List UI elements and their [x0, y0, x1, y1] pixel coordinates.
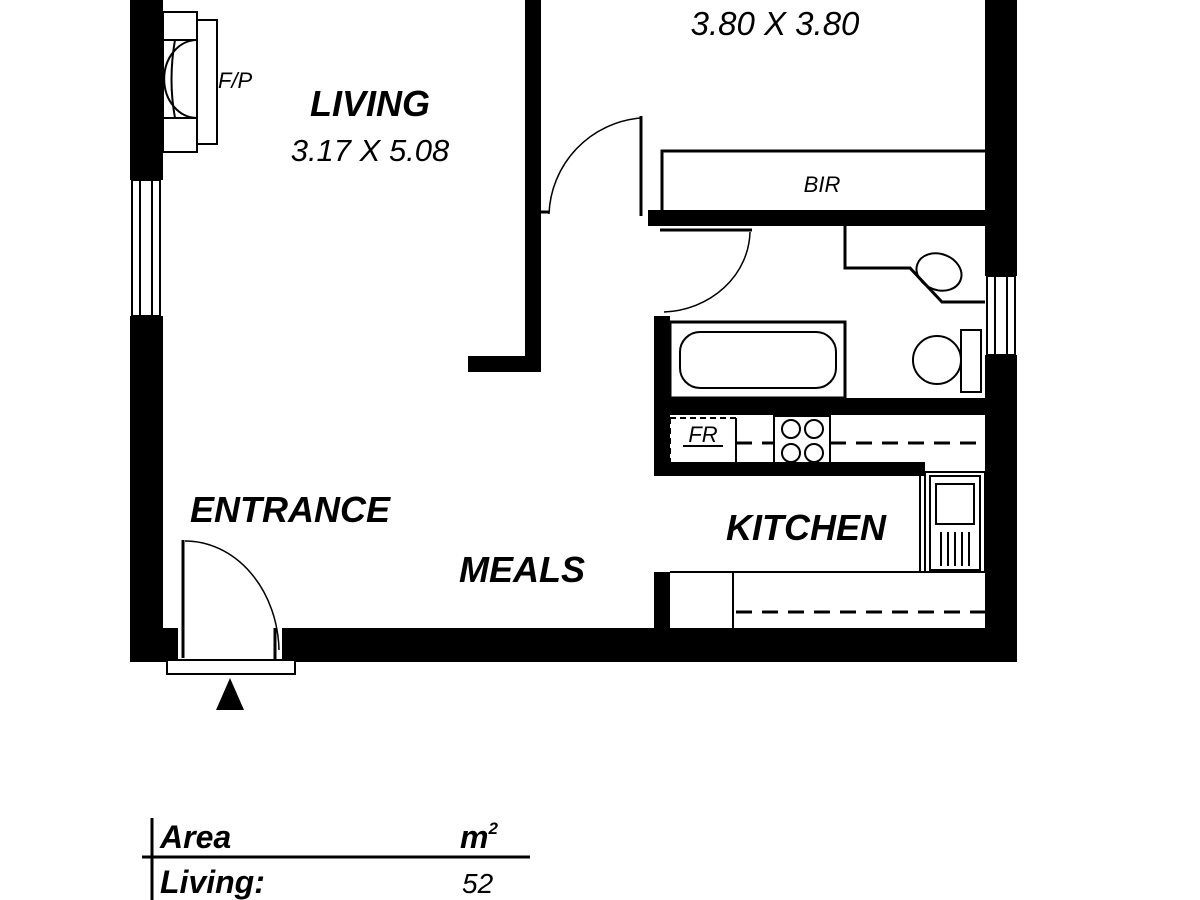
living-area-label: Living: [160, 864, 265, 900]
left-wall-upper [130, 0, 163, 180]
bathtub [668, 320, 847, 400]
right-window [986, 275, 1016, 356]
windows [131, 179, 1016, 356]
fireplace-label: F/P [218, 68, 253, 93]
bedroom-dimensions: 3.80 X 3.80 [691, 5, 860, 42]
meals-label: MEALS [459, 549, 585, 590]
left-window [131, 179, 161, 317]
toilet-cistern [960, 329, 982, 393]
sink-bowl [935, 483, 975, 525]
bir-label: BIR [804, 172, 841, 197]
bathroom-fixtures [668, 226, 985, 400]
top-right-stub [985, 0, 1017, 12]
entrance-label: ENTRANCE [190, 489, 391, 530]
kitchen-lower-bench [670, 571, 985, 628]
basin [915, 252, 963, 292]
bottom-wall-right [282, 628, 1017, 662]
entrance-step [166, 659, 296, 710]
bir-bottom-wall [648, 210, 985, 226]
area-header-unit: m2 [460, 819, 498, 855]
right-wall-upper [985, 0, 1017, 276]
bedroom-door-swing [548, 117, 642, 215]
bathroom-door-swing [663, 231, 751, 313]
kitchen-lower-stub [654, 572, 670, 632]
bathroom-bottom-wall [654, 398, 985, 414]
entrance-arrow-icon [216, 678, 244, 710]
living-area-value: 52 [462, 868, 494, 899]
bathroom-left-wall [654, 316, 670, 476]
bathtub-inner [679, 331, 837, 389]
walls [130, 0, 1017, 662]
living-bedroom-partition [525, 0, 541, 212]
entrance-door-swing [184, 540, 280, 651]
fireplace [162, 11, 218, 153]
area-header-label: Area [159, 819, 231, 855]
partition-lower [525, 212, 541, 372]
kitchen-sink [919, 471, 986, 573]
living-label: LIVING [310, 83, 430, 124]
area-table: Area m2 Living: 52 [142, 818, 530, 900]
left-wall-lower [130, 316, 163, 662]
doors [181, 116, 752, 662]
kitchen-label: KITCHEN [726, 507, 887, 548]
fridge-label: FR [688, 422, 717, 447]
right-wall-lower [985, 355, 1017, 662]
toilet-bowl [912, 335, 962, 385]
partition-foot [468, 356, 541, 372]
vanity [843, 226, 985, 304]
built-in-robe [660, 149, 985, 210]
kitchen-upper-bench [669, 413, 985, 471]
living-dimensions: 3.17 X 5.08 [291, 133, 450, 168]
bottom-wall-left [130, 628, 178, 662]
